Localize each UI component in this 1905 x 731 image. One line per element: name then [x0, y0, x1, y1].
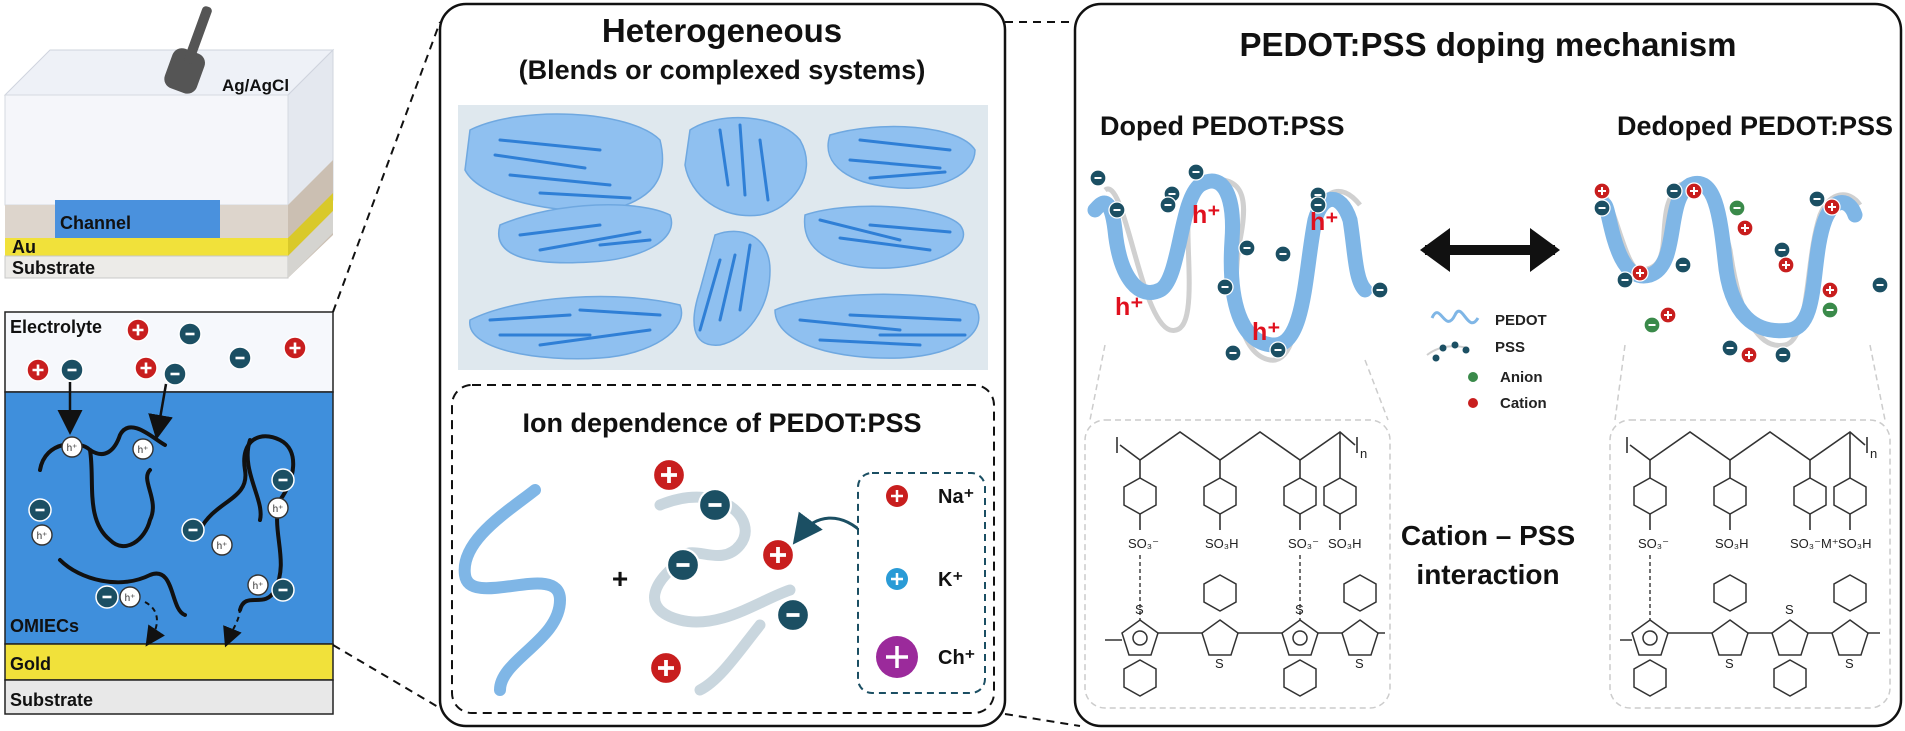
hole-doped-3: h⁺ [1252, 318, 1280, 346]
doped-label: Doped PEDOT:PSS [1100, 111, 1345, 141]
svg-text:SO₃H: SO₃H [1838, 536, 1871, 551]
plus-sign: + [612, 563, 628, 594]
svg-text:SO₃⁻: SO₃⁻ [1638, 536, 1669, 551]
hole-labels: h⁺ h⁺ h⁺ h⁺ h⁺ h⁺ h⁺ [37, 443, 284, 604]
dedoped-label: Dedoped PEDOT:PSS [1617, 111, 1893, 141]
zoom-lines [1089, 344, 1886, 421]
mechanism-panel: PEDOT:PSS doping mechanism Doped PEDOT:P… [1073, 2, 1903, 728]
heterogeneous-panel: Heterogeneous (Blends or complexed syste… [438, 2, 1007, 728]
svg-text:S: S [1845, 656, 1854, 671]
omiecs-label: OMIECs [10, 616, 79, 636]
doped-chain: h⁺ h⁺ h⁺ h⁺ [1087, 163, 1389, 363]
device-3d: Ag/AgCl Channel Au Substrate [3, 6, 335, 279]
au-label: Au [12, 237, 36, 257]
hole-doped-2: h⁺ [1115, 293, 1143, 321]
interaction-line2: interaction [1416, 559, 1559, 590]
hole-doped-1: h⁺ [1192, 201, 1220, 229]
na-label: Na⁺ [938, 486, 974, 508]
heterogeneous-subtitle: (Blends or complexed systems) [519, 55, 926, 85]
svg-text:SO₃⁻: SO₃⁻ [1128, 536, 1159, 551]
svg-text:h⁺: h⁺ [217, 541, 228, 552]
electrolyte-label: Electrolyte [10, 317, 102, 337]
svg-text:S: S [1135, 602, 1144, 617]
legend-cation: Cation [1500, 395, 1547, 412]
svg-text:h⁺: h⁺ [37, 531, 48, 542]
svg-text:S: S [1785, 602, 1794, 617]
svg-text:SO₃H: SO₃H [1715, 536, 1748, 551]
ion-legend: Na⁺ K⁺ Ch⁺ [876, 485, 975, 678]
mechanism-title: PEDOT:PSS doping mechanism [1240, 26, 1737, 63]
channel-label: Channel [60, 213, 131, 233]
substrate-3d-label: Substrate [12, 258, 95, 278]
svg-text:h⁺: h⁺ [138, 445, 149, 456]
hole-doped-4: h⁺ [1310, 208, 1338, 236]
blend-domains [458, 105, 988, 370]
connector-lines [332, 21, 1081, 727]
ch-label: Ch⁺ [938, 647, 975, 669]
legend-pss: PSS [1495, 339, 1525, 356]
dedoped-chain [1593, 176, 1889, 364]
svg-text:h⁺: h⁺ [67, 443, 78, 454]
legend-anion: Anion [1500, 369, 1543, 386]
svg-text:h⁺: h⁺ [125, 593, 136, 604]
svg-text:n: n [1870, 446, 1877, 461]
svg-text:SO₃H: SO₃H [1328, 536, 1361, 551]
svg-text:S: S [1355, 656, 1364, 671]
species-legend: PEDOT PSS Anion Cation [1426, 309, 1547, 412]
ag-agcl-electrode [164, 6, 212, 94]
ion-dependence-box: Ion dependence of PEDOT:PSS + Na⁺ K⁺ [451, 384, 995, 714]
svg-text:SO₃⁻: SO₃⁻ [1288, 536, 1319, 551]
svg-text:h⁺: h⁺ [273, 504, 284, 515]
svg-text:SO₃H: SO₃H [1205, 536, 1238, 551]
interaction-line1: Cation – PSS [1401, 520, 1575, 551]
dedoped-structure: n SO₃⁻ SO₃H SO₃⁻M⁺ SO₃H [1609, 419, 1891, 709]
svg-text:SO₃⁻M⁺: SO₃⁻M⁺ [1790, 536, 1839, 551]
k-label: K⁺ [938, 569, 963, 591]
doped-structure: n SO₃⁻ SO₃H SO₃⁻ SO₃H [1084, 419, 1391, 709]
svg-text:S: S [1295, 602, 1304, 617]
svg-text:h⁺: h⁺ [253, 581, 264, 592]
ag-agcl-label: Ag/AgCl [222, 76, 289, 95]
svg-text:S: S [1215, 656, 1224, 671]
legend-pedot: PEDOT [1495, 312, 1547, 329]
ion-dependence-title: Ion dependence of PEDOT:PSS [522, 408, 921, 438]
cross-section: Electrolyte OMIECs Gold Substrate [4, 311, 334, 715]
gold-label: Gold [10, 654, 51, 674]
svg-text:S: S [1725, 656, 1734, 671]
svg-text:n: n [1360, 446, 1367, 461]
heterogeneous-title: Heterogeneous [602, 12, 842, 49]
double-arrow [1420, 228, 1560, 272]
substrate-label: Substrate [10, 690, 93, 710]
